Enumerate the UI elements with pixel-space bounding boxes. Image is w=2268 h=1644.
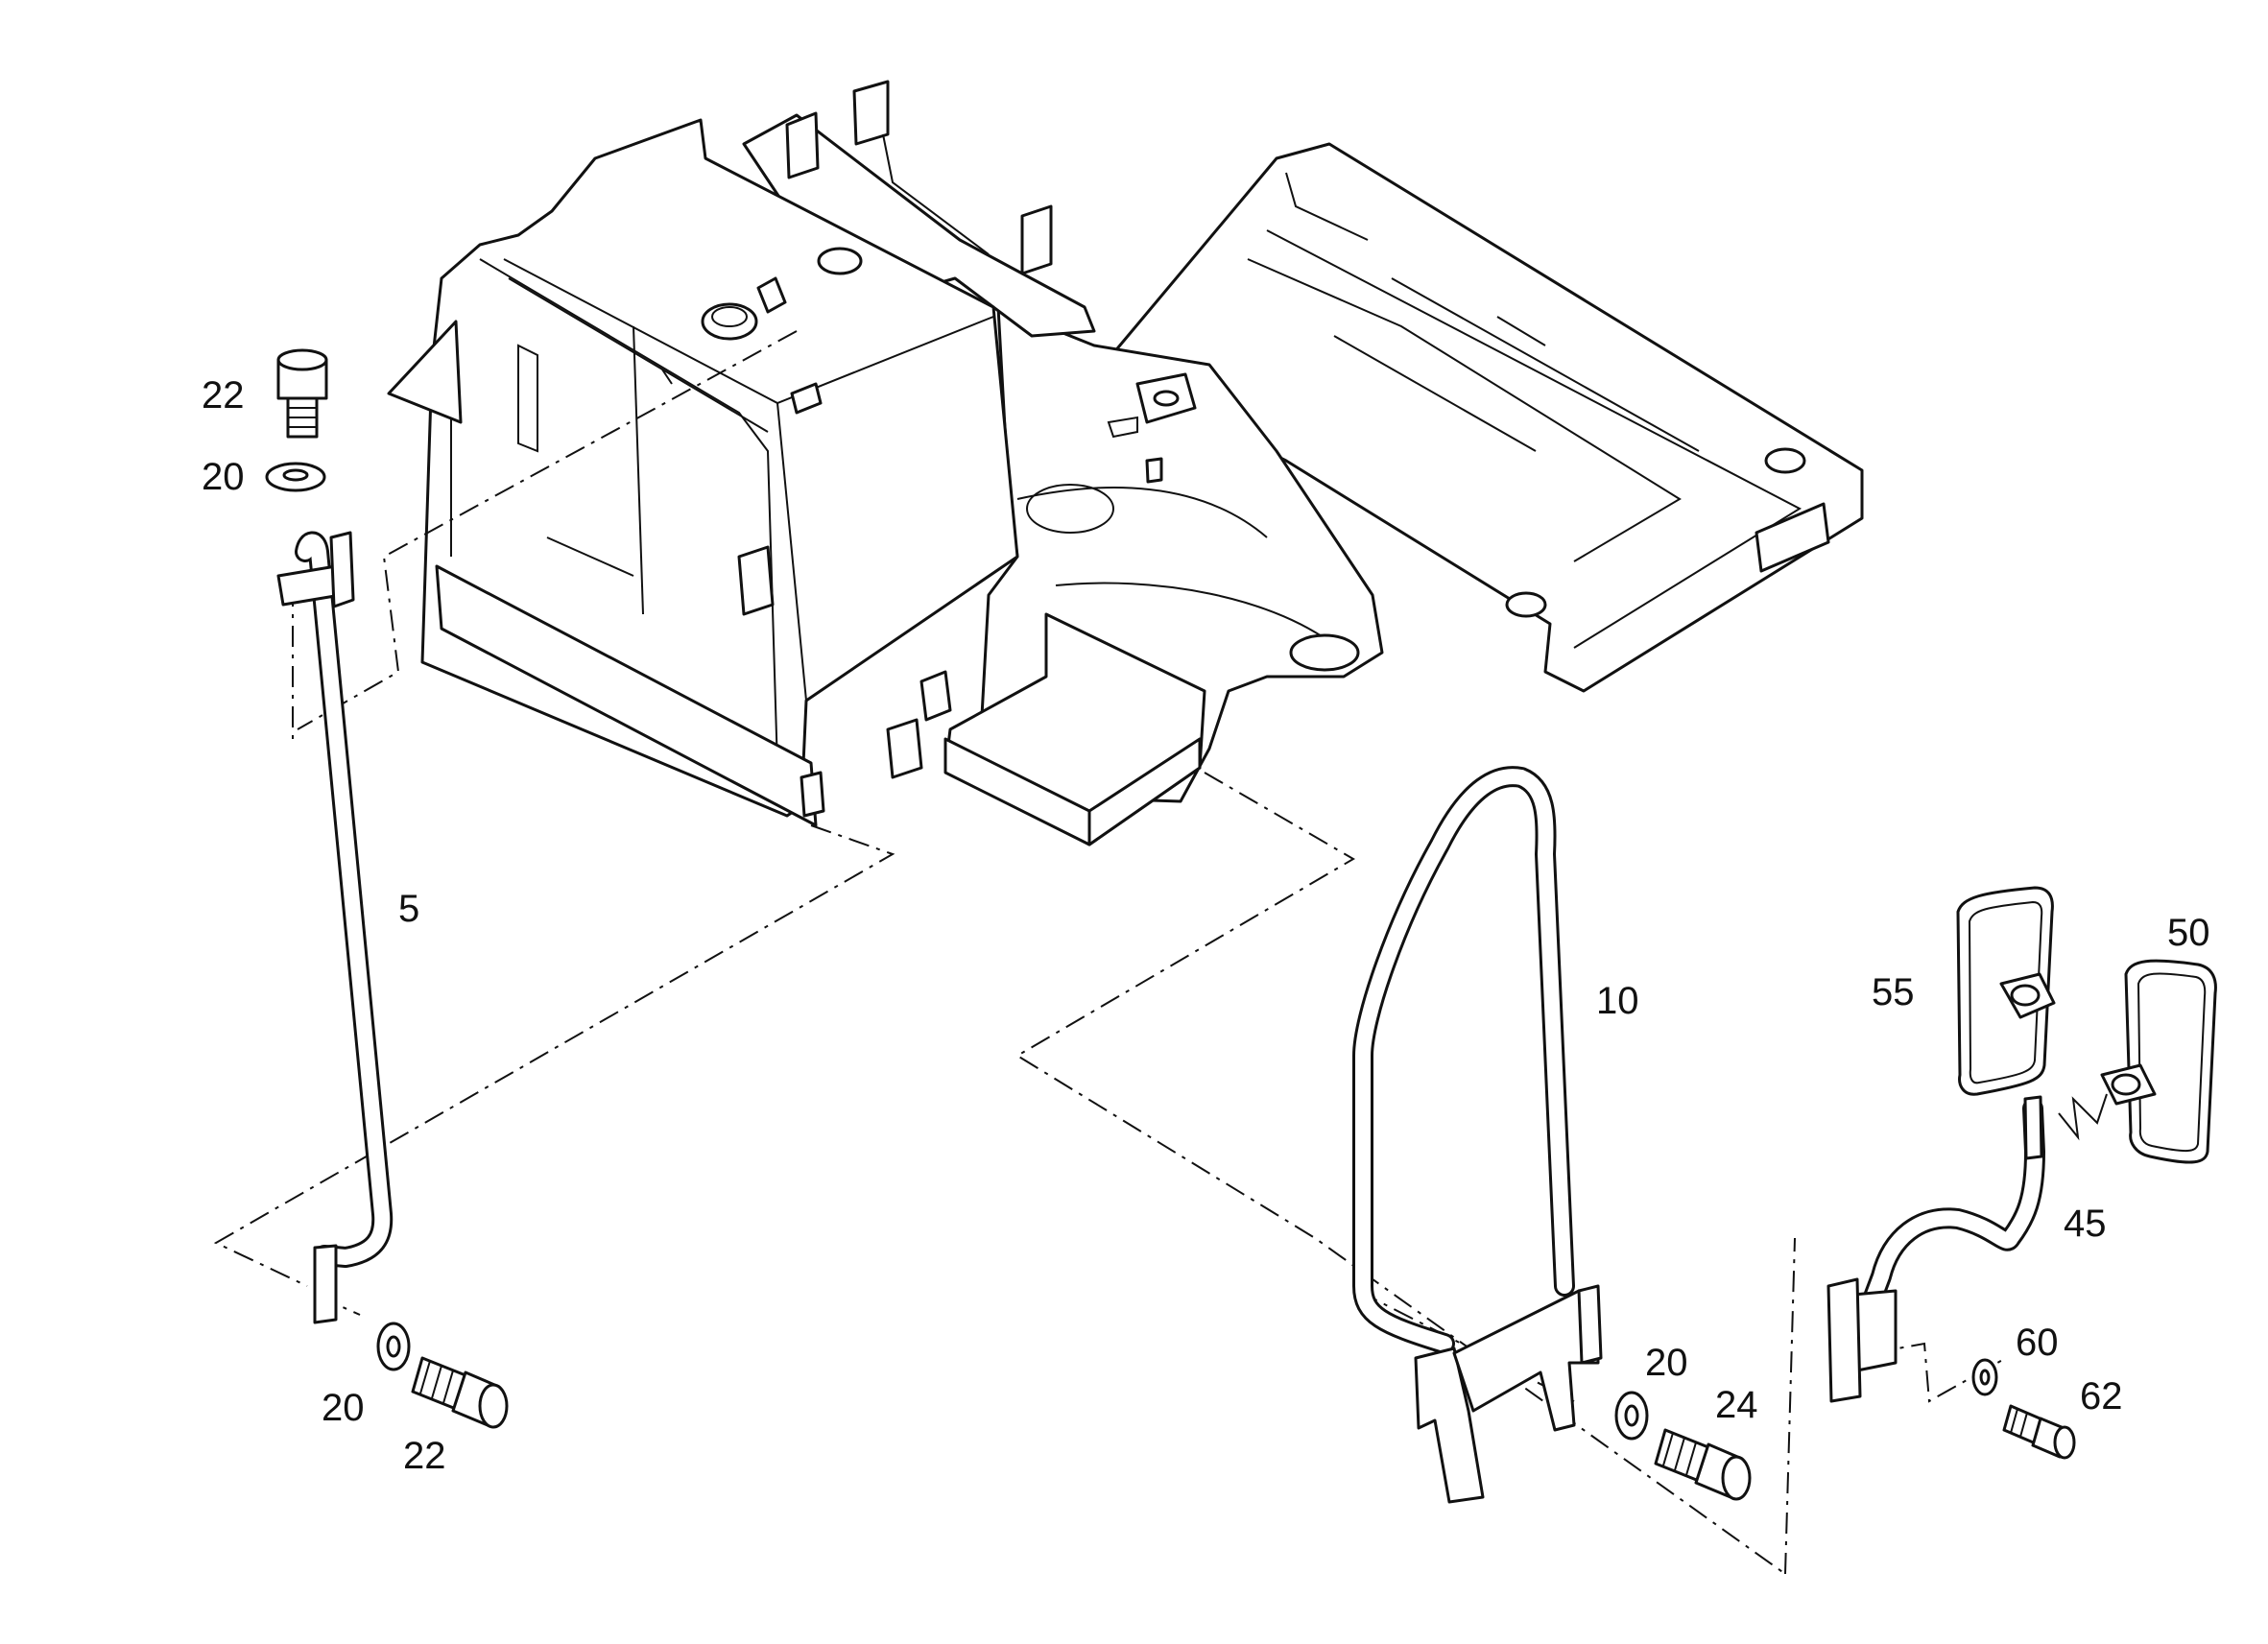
callout-22-bottom-left: 22	[403, 1435, 446, 1477]
washer-20-bottom-right	[1614, 1391, 1649, 1441]
bolt-22-top	[276, 348, 328, 439]
washer-20-bottom-left	[376, 1322, 411, 1371]
callout-20-bottom-right: 20	[1645, 1342, 1688, 1384]
mirror-50	[2100, 959, 2217, 1164]
callout-45: 45	[2064, 1203, 2107, 1245]
callout-10: 10	[1596, 980, 1639, 1022]
grab-handle-right	[1352, 766, 1603, 1504]
machine-frame	[387, 80, 1864, 827]
callout-5: 5	[398, 888, 419, 930]
callout-60: 60	[2016, 1322, 2059, 1364]
callout-22-top: 22	[202, 374, 245, 417]
step-box	[943, 612, 1206, 846]
callout-20-bottom-left: 20	[322, 1387, 365, 1429]
mirror-arm	[1826, 1095, 2045, 1403]
bolt-24	[1654, 1428, 1752, 1501]
washer-60	[1971, 1358, 1998, 1396]
grab-rail-left	[276, 531, 394, 1324]
callout-50: 50	[2167, 912, 2210, 954]
callout-24: 24	[1715, 1384, 1758, 1426]
callout-62: 62	[2080, 1375, 2123, 1418]
bolt-62	[2002, 1404, 2076, 1460]
callout-20-top: 20	[202, 456, 245, 498]
washer-20-top	[265, 462, 326, 492]
bolt-22-bottom-left	[411, 1356, 509, 1429]
callout-55: 55	[1872, 971, 1915, 1013]
mirror-55	[1956, 886, 2056, 1096]
